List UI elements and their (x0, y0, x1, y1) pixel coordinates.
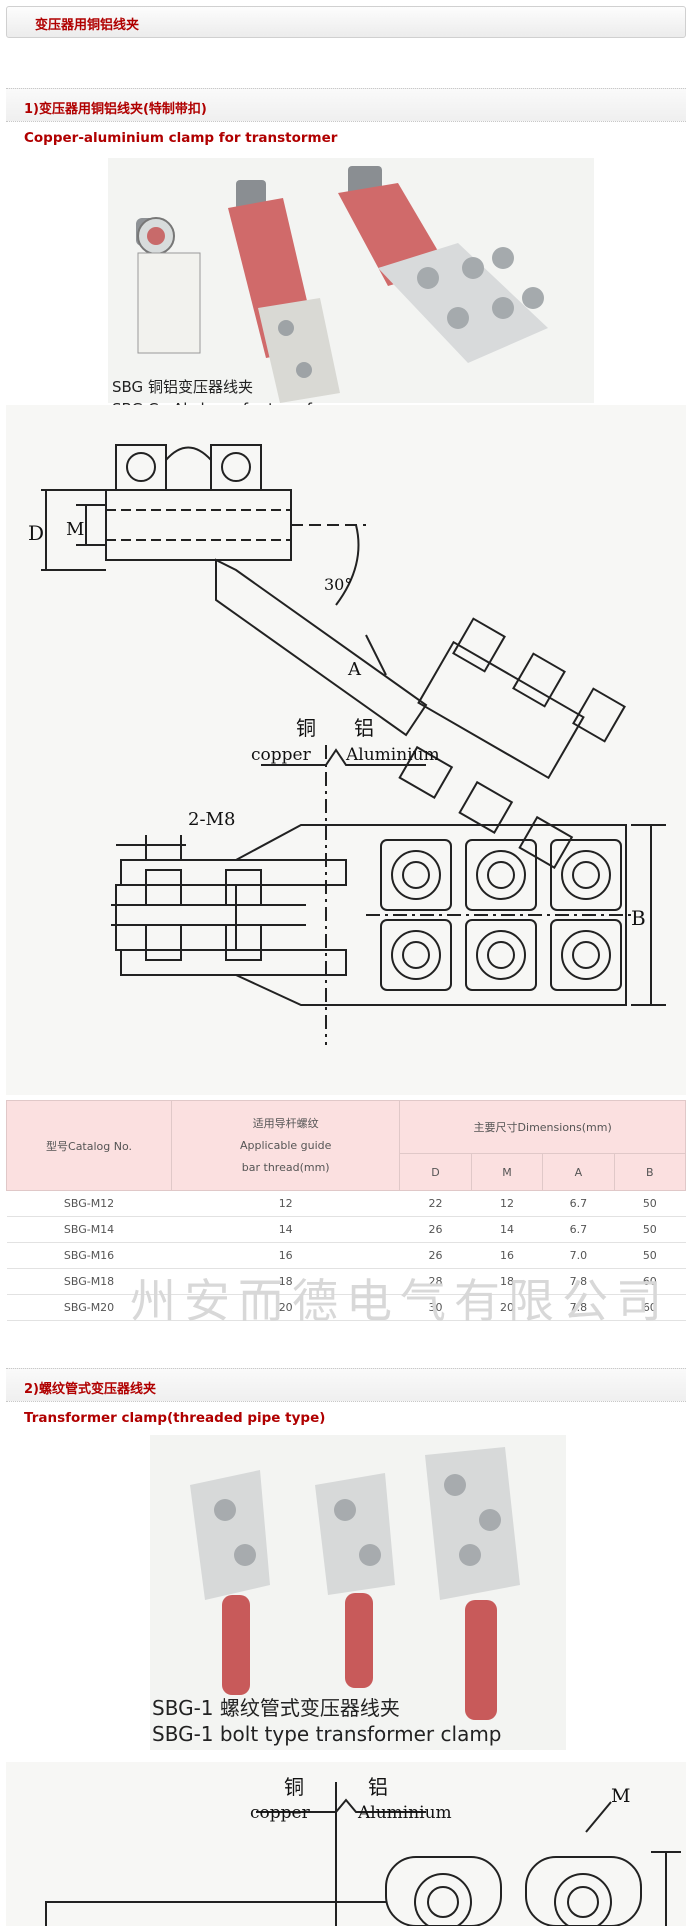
product-photo-sbg1-illustration (190, 1447, 520, 1720)
section-1-heading: 1)变压器用铜铝线夹(特制带扣) (24, 102, 207, 117)
section-2-subtitle: Transformer clamp(threaded pipe type) (24, 1410, 326, 1426)
drawing-label-m: M (66, 519, 84, 540)
table-cell: SBG-M18 (6, 1268, 172, 1295)
table-cell: 16 (471, 1242, 543, 1269)
drawing-label-bolts: 2-M8 (188, 809, 235, 830)
table-cell: 7.0 (542, 1242, 615, 1269)
table-cell: 20 (171, 1294, 400, 1321)
table-cell: 18 (171, 1268, 400, 1295)
product-caption-sbg1-cn: SBG-1 螺纹管式变压器线夹 (152, 1696, 400, 1720)
drawing-label-copper: copper (251, 745, 312, 765)
table-header-catalog: 型号Catalog No. (5, 1100, 173, 1191)
table-header-thread-line1: 适用导杆螺纹 (252, 1116, 319, 1130)
table-cell: 7.8 (542, 1294, 615, 1321)
table-header-dimensions: 主要尺寸Dimensions(mm) (399, 1100, 686, 1154)
spec-table: 型号Catalog No. 适用导杆螺纹 Applicable guide ba… (5, 1100, 687, 1321)
clamp-pipe-1-illustration (190, 1470, 270, 1695)
page-title: 变压器用铜铝线夹 (35, 18, 140, 33)
drawing-label-angle: 30° (324, 575, 352, 594)
table-row: SBG-M14 14 26 14 6.7 50 (6, 1216, 686, 1243)
technical-drawing-sbg1: 铜 铝 copper Aluminium M (6, 1762, 686, 1926)
drawing-label-b: B (631, 906, 646, 930)
clamp-pipe-3-illustration (425, 1447, 520, 1720)
table-cell: 60 (614, 1268, 686, 1295)
technical-drawing-sbg1-svg: 铜 铝 copper Aluminium M (45, 1775, 681, 1926)
drawing2-label-copper: copper (250, 1803, 311, 1823)
table-cell: 18 (471, 1268, 543, 1295)
table-cell: 50 (614, 1242, 686, 1269)
table-header-a: A (542, 1153, 615, 1191)
clamp-small-illustration (136, 217, 201, 354)
table-cell: 26 (399, 1242, 472, 1269)
table-cell: SBG-M14 (6, 1216, 172, 1243)
section-2-heading: 2)螺纹管式变压器线夹 (24, 1382, 156, 1397)
clamp-medium-illustration (228, 180, 340, 403)
table-cell: 6.7 (542, 1216, 615, 1243)
drawing-label-aluminium: Aluminium (345, 745, 440, 765)
product-photo-sbg (108, 158, 594, 403)
drawing-label-d: D (28, 521, 44, 545)
product-caption-sbg-cn: SBG 铜铝变压器线夹 (112, 378, 253, 396)
table-header-m: M (470, 1153, 544, 1191)
section-1-subtitle: Copper-aluminium clamp for transtormer (24, 130, 338, 146)
table-cell: 7.8 (542, 1268, 615, 1295)
table-row: SBG-M16 16 26 16 7.0 50 (6, 1242, 686, 1269)
table-cell: 20 (471, 1294, 543, 1321)
table-cell: 12 (171, 1190, 400, 1217)
table-cell: 26 (399, 1216, 472, 1243)
table-header-d: D (399, 1153, 472, 1191)
product-photo-sbg-illustration (136, 166, 548, 403)
drawing-label-cu-cn: 铜 (296, 716, 316, 740)
table-cell: 14 (471, 1216, 543, 1243)
drawing2-label-m: M (611, 1785, 630, 1807)
drawing2-label-al-cn: 铝 (368, 1775, 388, 1799)
drawing-label-al-cn: 铝 (354, 716, 374, 740)
drawing-label-a: A (347, 659, 362, 680)
table-cell: 14 (171, 1216, 400, 1243)
table-row: SBG-M12 12 22 12 6.7 50 (6, 1190, 686, 1217)
table-cell: 50 (614, 1216, 686, 1243)
section-1-heading-bar: 1)变压器用铜铝线夹(特制带扣) (6, 88, 686, 122)
table-header-thread-line3: bar thread(mm) (241, 1160, 330, 1174)
drawing2-label-aluminium: Aluminium (357, 1803, 452, 1823)
clamp-large-illustration (338, 166, 548, 363)
table-cell: 50 (614, 1190, 686, 1217)
table-cell: 16 (171, 1242, 400, 1269)
table-header-b: B (613, 1153, 687, 1191)
table-cell: 6.7 (542, 1190, 615, 1217)
table-cell: 30 (399, 1294, 472, 1321)
table-cell: SBG-M16 (6, 1242, 172, 1269)
table-cell: 60 (614, 1294, 686, 1321)
table-cell: 22 (399, 1190, 472, 1217)
table-cell: 12 (471, 1190, 543, 1217)
table-cell: SBG-M12 (6, 1190, 172, 1217)
table-row: SBG-M20 20 30 20 7.8 60 (6, 1294, 686, 1321)
table-cell: SBG-M20 (6, 1294, 172, 1321)
table-header-thread-line2: Applicable guide (239, 1138, 332, 1152)
drawing2-label-cu-cn: 铜 (284, 1775, 304, 1799)
technical-drawing-sbg-svg: D M 30° A 铜 铝 copper Aluminium 2-M8 B (28, 444, 666, 1045)
technical-drawing-sbg: D M 30° A 铜 铝 copper Aluminium 2-M8 B (6, 405, 686, 1095)
page-title-bar: 变压器用铜铝线夹 (6, 6, 686, 38)
product-caption-sbg1-en: SBG-1 bolt type transformer clamp (152, 1722, 502, 1746)
section-2-heading-bar: 2)螺纹管式变压器线夹 (6, 1368, 686, 1402)
product-photo-sbg1 (150, 1435, 566, 1750)
table-row: SBG-M18 18 28 18 7.8 60 (6, 1268, 686, 1295)
watermark: 州安而德电气有限公司 (130, 1274, 670, 1328)
table-header-thread: 适用导杆螺纹 Applicable guide bar thread(mm) (171, 1100, 401, 1191)
table-cell: 28 (399, 1268, 472, 1295)
clamp-pipe-2-illustration (315, 1473, 395, 1688)
